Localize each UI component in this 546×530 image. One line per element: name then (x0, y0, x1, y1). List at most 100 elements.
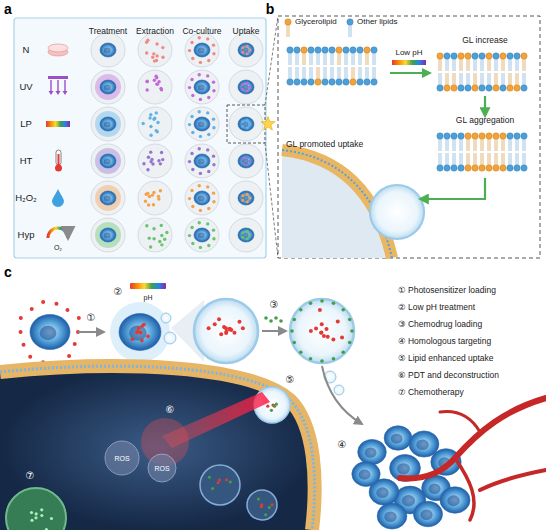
lipid-tail (375, 67, 376, 79)
photosensitizer (140, 324, 144, 328)
lipid-tail (523, 139, 524, 151)
cell-nucleus (104, 122, 111, 128)
lipid-tail (476, 139, 477, 151)
internalized-vesicle (246, 193, 249, 196)
lipid-head (444, 85, 450, 91)
cell-body (100, 191, 116, 205)
internalized-vesicle (246, 52, 249, 55)
cargo (270, 409, 273, 412)
lipid-head (329, 79, 335, 85)
lipid-tail (509, 153, 510, 165)
culture-dish (138, 70, 172, 104)
internalized-vesicle (246, 230, 249, 233)
internalized-vesicle (246, 237, 249, 240)
chemodrug (40, 514, 43, 517)
extracellular-vesicle (149, 245, 152, 248)
internalized-vesicle (241, 162, 244, 165)
lipid-head (350, 79, 356, 85)
hypoxia-arc-icon (48, 228, 68, 238)
vesicle (334, 385, 344, 395)
lipid-tail (319, 67, 320, 79)
lipid-tail (446, 153, 447, 165)
chemodrug (350, 329, 354, 333)
extracellular-vesicle (161, 56, 164, 59)
extracellular-vesicle (198, 221, 201, 224)
photosensitizer (207, 326, 211, 330)
cell-nucleus (416, 439, 429, 450)
lipid-tail (502, 139, 503, 151)
lipid-tail (359, 53, 360, 65)
internalized-vesicle (241, 231, 244, 234)
photosensitizer (139, 331, 143, 335)
lipid-tail (481, 153, 482, 165)
extracellular-vesicle (206, 111, 209, 114)
internalized-vesicle (241, 199, 244, 202)
lipid-tail (303, 67, 304, 79)
step-number: ④ (338, 440, 347, 450)
condition-label: Low pH (395, 49, 422, 57)
extracellular-vesicle (145, 224, 148, 227)
extracellular-vesicle (145, 80, 148, 83)
lipid-tail (495, 139, 496, 151)
lipid-head (444, 165, 450, 171)
internalized-vesicle (246, 200, 249, 203)
extracellular-vesicle (147, 203, 150, 206)
lipid-tail (476, 73, 477, 85)
extracellular-vesicle (212, 163, 215, 166)
cell-body (194, 228, 210, 242)
extracellular-vesicle (212, 200, 215, 203)
photosensitizer (325, 327, 329, 331)
photosensitizer (140, 339, 144, 343)
lipid-tail (518, 153, 519, 165)
lipid-tail (483, 73, 484, 85)
culture-dish (91, 144, 125, 178)
vesicle (290, 299, 354, 363)
uv-ray-head (56, 91, 61, 95)
chemodrug (292, 318, 296, 322)
lipid-tail (490, 153, 491, 165)
step-number: ① (87, 313, 96, 323)
lipid-tail (467, 153, 468, 165)
lipid-head (437, 85, 443, 91)
cell-body (352, 462, 380, 487)
lipid-head (451, 53, 457, 59)
extracellular-vesicle (160, 234, 163, 237)
row-label: Hyp (18, 230, 35, 240)
lipid-head (285, 19, 291, 25)
lipid-tail (354, 53, 355, 65)
photosensitizer (137, 326, 141, 330)
extracellular-vesicle (188, 197, 191, 200)
extracellular-vesicle (161, 46, 164, 49)
lipid-tail (305, 53, 306, 65)
lipid-head (294, 79, 300, 85)
cell-nucleus (365, 448, 377, 458)
lipid-tail (467, 139, 468, 151)
extracellular-vesicle (151, 55, 154, 58)
treatment-halo (95, 74, 121, 100)
extracellular-vesicle (154, 74, 157, 77)
lipid-tail (453, 59, 454, 71)
photosensitizer (326, 335, 330, 339)
extracellular-vesicle (190, 152, 193, 155)
photosensitizer (340, 336, 344, 340)
cell-nucleus (397, 463, 410, 474)
photosensitizer (322, 334, 326, 338)
internalized-vesicle (246, 89, 249, 92)
lipid-tail (523, 59, 524, 71)
lipid-tail (523, 153, 524, 165)
cargo (273, 404, 276, 407)
lipid-tail (488, 59, 489, 71)
lipid-head (472, 165, 478, 171)
internalized-vesicle (241, 46, 244, 49)
cell-nucleus (198, 122, 205, 128)
lipid-head (451, 133, 457, 139)
lipid-tail (317, 67, 318, 79)
chemodrug (50, 517, 53, 520)
extracellular-vesicle (157, 197, 160, 200)
lipid-tail (525, 139, 526, 151)
lipid-head (500, 85, 506, 91)
lipid-tail (462, 153, 463, 165)
lipid-tail (460, 59, 461, 71)
lipid-tail (474, 73, 475, 85)
lipid-tail (352, 67, 353, 79)
